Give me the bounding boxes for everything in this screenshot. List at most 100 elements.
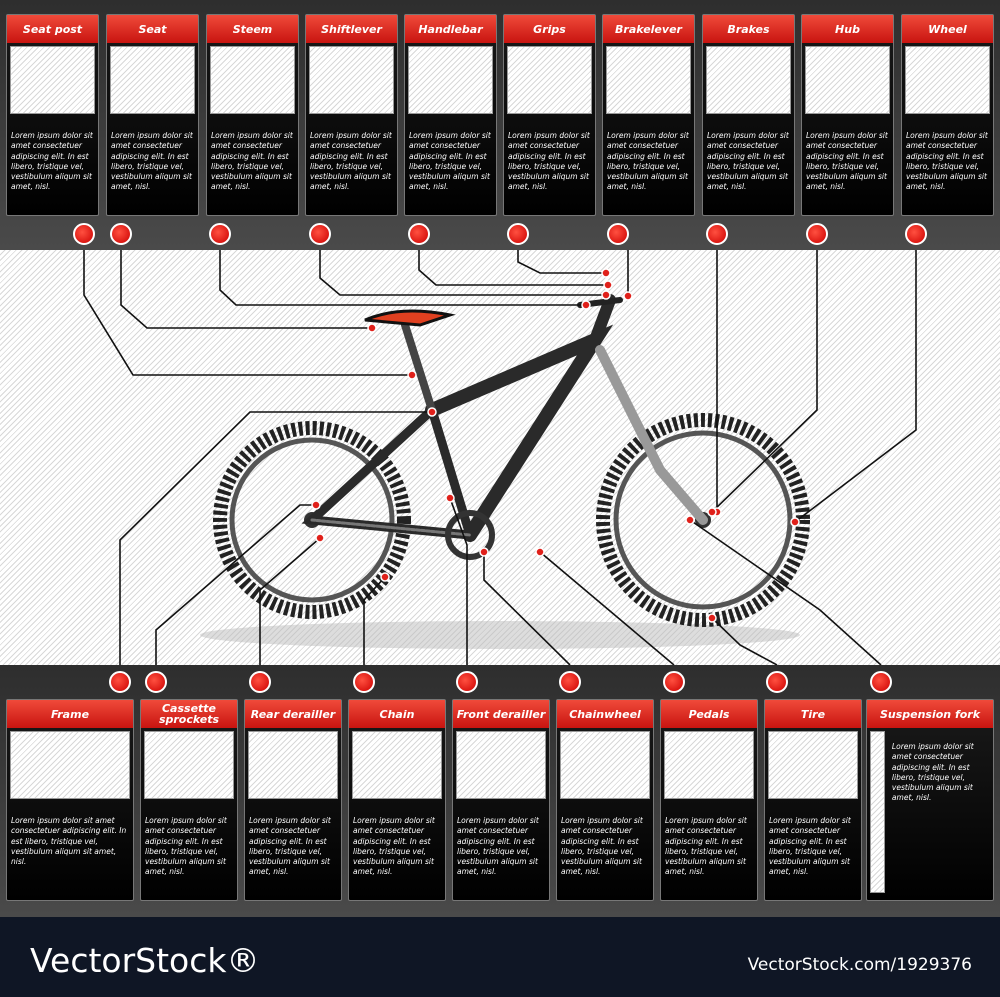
part-image: [408, 46, 493, 114]
part-card-bottom[interactable]: Tire Lorem ipsum dolor sit amet consecte…: [764, 699, 862, 901]
part-card-bottom[interactable]: Frame Lorem ipsum dolor sit amet consect…: [6, 699, 134, 901]
part-card-top[interactable]: Shiftlever Lorem ipsum dolor sit amet co…: [305, 14, 398, 216]
part-image: [507, 46, 592, 114]
part-image: [10, 731, 130, 799]
callout-dot[interactable]: [408, 223, 430, 245]
callout-dot[interactable]: [507, 223, 529, 245]
callout-dot[interactable]: [209, 223, 231, 245]
part-card-bottom[interactable]: Chainwheel Lorem ipsum dolor sit amet co…: [556, 699, 654, 901]
part-card-top[interactable]: Seat Lorem ipsum dolor sit amet consecte…: [106, 14, 199, 216]
part-card-bottom[interactable]: Rear derailler Lorem ipsum dolor sit ame…: [244, 699, 342, 901]
part-card-bottom[interactable]: Suspension fork Lorem ipsum dolor sit am…: [866, 699, 994, 901]
part-card-top[interactable]: Hub Lorem ipsum dolor sit amet consectet…: [801, 14, 894, 216]
callout-dot[interactable]: [663, 671, 685, 693]
part-description: Lorem ipsum dolor sit amet consectetuer …: [145, 816, 227, 877]
part-description: Lorem ipsum dolor sit amet consectetuer …: [561, 816, 643, 877]
part-title: Suspension fork: [867, 700, 993, 728]
part-title: Handlebar: [405, 15, 496, 43]
callout-dot[interactable]: [766, 671, 788, 693]
part-card-bottom[interactable]: Cassette sprockets Lorem ipsum dolor sit…: [140, 699, 238, 901]
part-title: Cassette sprockets: [141, 700, 237, 728]
part-title: Grips: [504, 15, 595, 43]
part-image: [606, 46, 691, 114]
part-description: Lorem ipsum dolor sit amet consectetuer …: [891, 742, 974, 803]
part-image: [10, 46, 95, 114]
part-image: [560, 731, 650, 799]
part-card-top[interactable]: Brakes Lorem ipsum dolor sit amet consec…: [702, 14, 795, 216]
callout-dot[interactable]: [456, 671, 478, 693]
part-description: Lorem ipsum dolor sit amet consectetuer …: [111, 131, 193, 192]
part-card-bottom[interactable]: Chain Lorem ipsum dolor sit amet consect…: [348, 699, 446, 901]
callout-dot[interactable]: [249, 671, 271, 693]
part-image: [210, 46, 295, 114]
part-description: Lorem ipsum dolor sit amet consectetuer …: [11, 131, 93, 192]
part-card-top[interactable]: Seat post Lorem ipsum dolor sit amet con…: [6, 14, 99, 216]
part-title: Chainwheel: [557, 700, 653, 728]
callout-dot[interactable]: [109, 671, 131, 693]
part-card-top[interactable]: Steem Lorem ipsum dolor sit amet consect…: [206, 14, 299, 216]
part-image: [768, 731, 858, 799]
callout-dot[interactable]: [353, 671, 375, 693]
part-card-top[interactable]: Wheel Lorem ipsum dolor sit amet consect…: [901, 14, 994, 216]
callout-dot[interactable]: [806, 223, 828, 245]
part-title: Brakelever: [603, 15, 694, 43]
part-title: Wheel: [902, 15, 993, 43]
part-title: Frame: [7, 700, 133, 728]
part-image: [110, 46, 195, 114]
part-image: [144, 731, 234, 799]
callout-dot[interactable]: [559, 671, 581, 693]
leader-lines: [83, 250, 917, 666]
part-description: Lorem ipsum dolor sit amet consectetuer …: [769, 816, 851, 877]
brand-logo: VectorStock®: [30, 941, 260, 980]
part-description: Lorem ipsum dolor sit amet consectetuer …: [249, 816, 331, 877]
part-description: Lorem ipsum dolor sit amet consectetuer …: [409, 131, 491, 192]
part-description: Lorem ipsum dolor sit amet consectetuer …: [11, 816, 127, 867]
part-description: Lorem ipsum dolor sit amet consectetuer …: [457, 816, 539, 877]
callout-dot[interactable]: [73, 223, 95, 245]
part-card-top[interactable]: Grips Lorem ipsum dolor sit amet consect…: [503, 14, 596, 216]
part-description: Lorem ipsum dolor sit amet consectetuer …: [906, 131, 988, 192]
part-description: Lorem ipsum dolor sit amet consectetuer …: [310, 131, 392, 192]
part-title: Brakes: [703, 15, 794, 43]
part-title: Shiftlever: [306, 15, 397, 43]
callout-dot[interactable]: [607, 223, 629, 245]
callout-points: [311, 268, 800, 623]
part-title: Seat post: [7, 15, 98, 43]
part-card-bottom[interactable]: Front derailler Lorem ipsum dolor sit am…: [452, 699, 550, 901]
callout-dot[interactable]: [145, 671, 167, 693]
part-card-top[interactable]: Handlebar Lorem ipsum dolor sit amet con…: [404, 14, 497, 216]
part-title: Pedals: [661, 700, 757, 728]
frame: [301, 294, 708, 542]
part-description: Lorem ipsum dolor sit amet consectetuer …: [665, 816, 747, 877]
part-description: Lorem ipsum dolor sit amet consectetuer …: [707, 131, 789, 192]
part-title: Hub: [802, 15, 893, 43]
image-id: VectorStock.com/1929376: [747, 955, 972, 975]
part-image: [905, 46, 990, 114]
part-image: [805, 46, 890, 114]
part-image: [706, 46, 791, 114]
callout-dot[interactable]: [870, 671, 892, 693]
part-image: [870, 731, 885, 893]
seat-shape: [364, 309, 456, 327]
part-title: Chain: [349, 700, 445, 728]
part-image: [664, 731, 754, 799]
callout-dot[interactable]: [309, 223, 331, 245]
bike-diagram-area: [0, 250, 1000, 666]
callout-dot[interactable]: [905, 223, 927, 245]
part-title: Rear derailler: [245, 700, 341, 728]
part-card-bottom[interactable]: Pedals Lorem ipsum dolor sit amet consec…: [660, 699, 758, 901]
callout-dot[interactable]: [110, 223, 132, 245]
part-description: Lorem ipsum dolor sit amet consectetuer …: [353, 816, 435, 877]
part-title: Front derailler: [453, 700, 549, 728]
bike-diagram: [83, 250, 917, 666]
part-image: [352, 731, 442, 799]
part-description: Lorem ipsum dolor sit amet consectetuer …: [211, 131, 293, 192]
part-title: Steem: [207, 15, 298, 43]
part-image: [309, 46, 394, 114]
part-card-top[interactable]: Brakelever Lorem ipsum dolor sit amet co…: [602, 14, 695, 216]
footer: VectorStock® VectorStock.com/1929376: [0, 917, 1000, 997]
part-description: Lorem ipsum dolor sit amet consectetuer …: [806, 131, 888, 192]
part-description: Lorem ipsum dolor sit amet consectetuer …: [508, 131, 590, 192]
part-title: Seat: [107, 15, 198, 43]
callout-dot[interactable]: [706, 223, 728, 245]
